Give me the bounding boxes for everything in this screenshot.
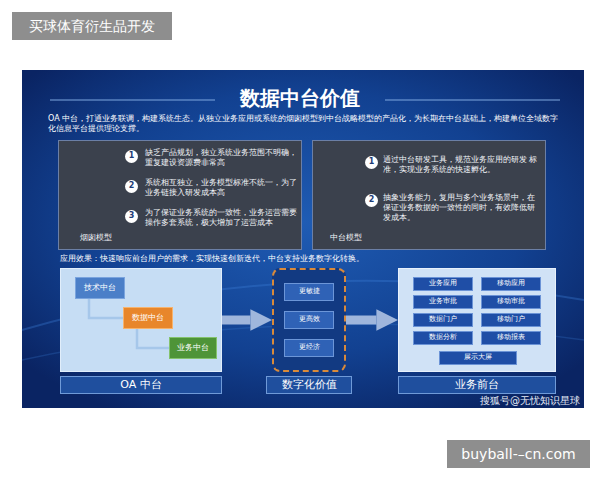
data-platform-box: 数据中台 (123, 307, 173, 329)
diagram-title: 数据中台价值 (150, 86, 450, 110)
chimney-panel: 缺乏产品规划，独立系统业务范围不明确，重复建设资源费非常高系统相互独立，业务模型… (58, 140, 302, 250)
app-item: 业务审批 (413, 295, 473, 309)
value-box: 数字化价值更敏捷更高效更经济 (272, 268, 346, 372)
node-text: buyball-–cn.com (461, 445, 575, 463)
callout-number: 1 (125, 150, 138, 163)
bullet-text: 缺乏产品规划，独立系统业务范围不明确，重复建设资源费非常高 (145, 148, 297, 168)
app-item: 数据分析 (413, 331, 473, 345)
node-text: 数据门户 (429, 315, 457, 324)
node-text: 业务中台 (177, 343, 209, 353)
tech-platform-box: 技术中台 (75, 277, 125, 299)
node-text: 更敏捷 (299, 287, 320, 296)
title-rule (385, 100, 560, 101)
node-text: 业务应用 (429, 279, 457, 288)
site-label: buyball-–cn.com (447, 440, 590, 468)
model-caption: 烟囱模型 (63, 233, 129, 243)
bullet-text: 为了保证业务系统的一致性，业务运营需要操作多套系统，极大增加了运营成本 (145, 208, 297, 228)
platform-panel: 通过中台研发工具，规范业务应用的研发 标准，实现业务系统的快速孵化。抽象业务能力… (312, 140, 546, 250)
app-item: 移动门户 (481, 313, 541, 327)
value-button: 更敏捷 (284, 283, 334, 301)
node-text: 移动门户 (497, 315, 525, 324)
node-text: 移动报表 (497, 333, 525, 342)
screen-item: 展示大屏 (439, 351, 517, 365)
callout-number: 2 (365, 194, 378, 207)
node-text: 3 (129, 211, 135, 221)
node-text: 2 (369, 195, 375, 205)
node-text: 2 (129, 181, 135, 191)
app-item: 移动应用 (481, 277, 541, 291)
node-text: 技术中台 (84, 283, 116, 293)
app-item: 数据门户 (413, 313, 473, 327)
node-text: 更高效 (299, 315, 320, 324)
section-band: 数字化价值 (266, 376, 352, 394)
app-item: 移动审批 (481, 295, 541, 309)
blue-panel (22, 70, 584, 408)
callout-number: 2 (125, 180, 138, 193)
step-connector (137, 329, 169, 348)
value-button: 更高效 (284, 311, 334, 329)
section-band: 业务前台 (398, 376, 556, 394)
title-rule (50, 100, 215, 101)
business-platform-box: 业务中台 (169, 337, 217, 359)
node-text: 1 (129, 151, 135, 161)
app-item: 移动报表 (481, 331, 541, 345)
flow-arrow (346, 316, 376, 325)
section-band: OA 中台 (60, 376, 222, 394)
node-text: 移动审批 (497, 297, 525, 306)
flow-arrow (222, 316, 250, 325)
callout-number: 3 (125, 210, 138, 223)
callout-number: 1 (365, 156, 378, 169)
node-text: 1 (369, 157, 375, 167)
node-text: 更经济 (299, 343, 320, 352)
node-text: 数据分析 (429, 333, 457, 342)
bullet-text: 通过中台研发工具，规范业务应用的研发 标准，实现业务系统的快速孵化。 (383, 155, 541, 175)
node-text: 移动应用 (497, 279, 525, 288)
bullet-text: 系统相互独立，业务模型标准不统一，为了业务链接入研发成本高 (145, 178, 297, 198)
site-label: 买球体育衍生品开发 (12, 12, 172, 40)
intro-text: OA 中台，打通业务联调，构建系统生态。从独立业务应用或系统的烟囱模型到中台战略… (48, 114, 563, 135)
bullet-text: 抽象业务能力，复用与多个业务场景中，在保证业务数据的一致性的同时，有效降低研发成… (383, 193, 541, 222)
oa-platform-box: OA 中台技术中台数据中台业务中台 (60, 268, 222, 372)
effect-text: 应用效果：快速响应前台用户的需求，实现快速创新迭代，中台支持业务数字化转换。 (60, 254, 560, 264)
step-connector (89, 299, 123, 318)
watermark: 搜狐号@无忧知识星球 (420, 394, 580, 407)
node-text: 业务审批 (429, 297, 457, 306)
front-office-box: 业务前台业务应用移动应用业务审批移动审批数据门户移动门户数据分析移动报表展示大屏 (398, 268, 556, 372)
node-text: 数据中台 (132, 313, 164, 323)
app-item: 业务应用 (413, 277, 473, 291)
value-button: 更经济 (284, 339, 334, 357)
node-text: 买球体育衍生品开发 (29, 17, 155, 35)
node-text: 展示大屏 (464, 353, 492, 362)
model-caption: 中台模型 (317, 233, 375, 243)
